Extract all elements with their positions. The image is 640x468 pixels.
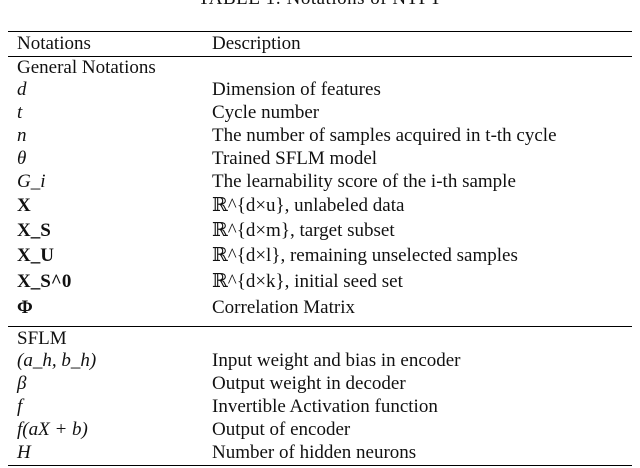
- header-notations: Notations: [17, 33, 91, 54]
- table-row: X_S^0 ℝ^{d×k}, initial seed set: [0, 270, 640, 293]
- symbol-theta: θ: [17, 148, 27, 169]
- symbol-ah-bh: (a_h, b_h): [17, 350, 97, 371]
- description: The number of samples acquired in t-th c…: [212, 125, 557, 146]
- description: Invertible Activation function: [212, 396, 438, 417]
- section-title-general: General Notations: [17, 57, 156, 78]
- table-row: X_S ℝ^{d×m}, target subset: [0, 219, 640, 242]
- symbol-x-s-0: X_S^0: [17, 271, 72, 292]
- header-rule: [8, 56, 632, 57]
- symbol-x-u: X_U: [17, 245, 54, 266]
- table-row: (a_h, b_h) Input weight and bias in enco…: [0, 349, 640, 372]
- table-row: f Invertible Activation function: [0, 395, 640, 418]
- symbol-g-i: G_i: [17, 171, 46, 192]
- table-row: t Cycle number: [0, 101, 640, 124]
- symbol-phi: Φ: [17, 297, 33, 318]
- table-row: Φ Correlation Matrix: [0, 296, 640, 319]
- description: Number of hidden neurons: [212, 442, 417, 463]
- description: Output of encoder: [212, 419, 351, 440]
- description: The learnability score of the i-th sampl…: [212, 171, 516, 192]
- description: ℝ^{d×k}, initial seed set: [212, 271, 403, 292]
- header-row: Notations Description: [0, 32, 640, 55]
- table-row: X ℝ^{d×u}, unlabeled data: [0, 194, 640, 217]
- symbol-n: n: [17, 125, 27, 146]
- symbol-h: H: [17, 442, 31, 463]
- table-row: n The number of samples acquired in t-th…: [0, 124, 640, 147]
- description: ℝ^{d×m}, target subset: [212, 220, 395, 241]
- bottom-rule: [8, 465, 632, 466]
- table-row: X_U ℝ^{d×l}, remaining unselected sample…: [0, 244, 640, 267]
- description: ℝ^{d×u}, unlabeled data: [212, 195, 405, 216]
- description: Cycle number: [212, 102, 320, 123]
- table-row: θ Trained SFLM model: [0, 147, 640, 170]
- table-row: G_i The learnability score of the i-th s…: [0, 170, 640, 193]
- symbol-x-s: X_S: [17, 220, 51, 241]
- description: Correlation Matrix: [212, 297, 355, 318]
- description: Dimension of features: [212, 79, 381, 100]
- symbol-f: f: [17, 396, 23, 417]
- header-description: Description: [212, 33, 301, 54]
- description: Input weight and bias in encoder: [212, 350, 461, 371]
- section-rule: [8, 326, 632, 327]
- table-row: f(aX + b) Output of encoder: [0, 418, 640, 441]
- table-caption: TABLE 1: Notations of NTPT: [0, 0, 640, 10]
- symbol-t: t: [17, 102, 23, 123]
- description: Output weight in decoder: [212, 373, 406, 394]
- description: Trained SFLM model: [212, 148, 378, 169]
- table-row: d Dimension of features: [0, 78, 640, 101]
- table-row: H Number of hidden neurons: [0, 441, 640, 464]
- top-rule: [8, 31, 632, 32]
- symbol-d: d: [17, 79, 27, 100]
- symbol-beta: β: [17, 373, 27, 394]
- symbol-x: X: [17, 195, 31, 216]
- description: ℝ^{d×l}, remaining unselected samples: [212, 245, 518, 266]
- symbol-f-ax-b: f(aX + b): [17, 419, 88, 440]
- table-row: β Output weight in decoder: [0, 372, 640, 395]
- section-title-sflm: SFLM: [17, 328, 67, 349]
